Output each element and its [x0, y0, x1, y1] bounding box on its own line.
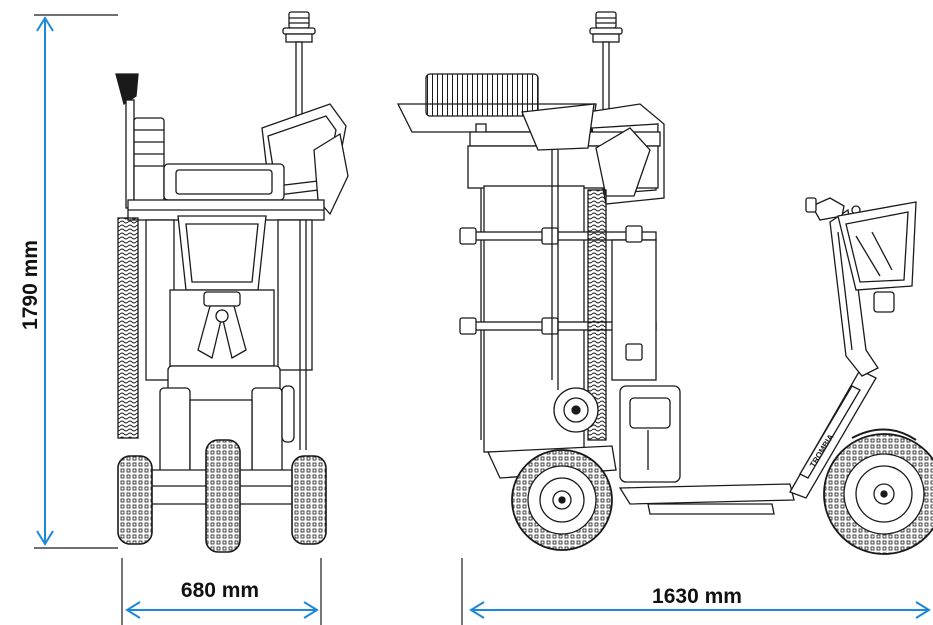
front-width-dimension — [121, 558, 322, 625]
beacon-light-icon — [589, 11, 623, 123]
rake-head — [425, 73, 539, 117]
side-view — [396, 11, 933, 555]
front-basket — [837, 201, 917, 291]
front-width-label: 680 mm — [181, 579, 259, 602]
rear-wheel — [511, 449, 613, 551]
brush-tool — [115, 73, 139, 209]
front-wheel — [823, 433, 933, 555]
front-left-wheel — [117, 455, 153, 545]
side-length-dimension — [461, 558, 931, 625]
height-dimension — [34, 14, 118, 549]
front-right-wheel — [291, 455, 327, 545]
coiled-hose — [587, 189, 607, 441]
height-label: 1790 mm — [19, 240, 42, 330]
side-length-label: 1630 mm — [652, 585, 742, 608]
front-view — [115, 11, 349, 553]
beacon-light-icon — [282, 11, 316, 121]
deck-branding — [799, 385, 861, 479]
coiled-hose — [117, 217, 139, 439]
front-center-wheel — [205, 439, 241, 553]
